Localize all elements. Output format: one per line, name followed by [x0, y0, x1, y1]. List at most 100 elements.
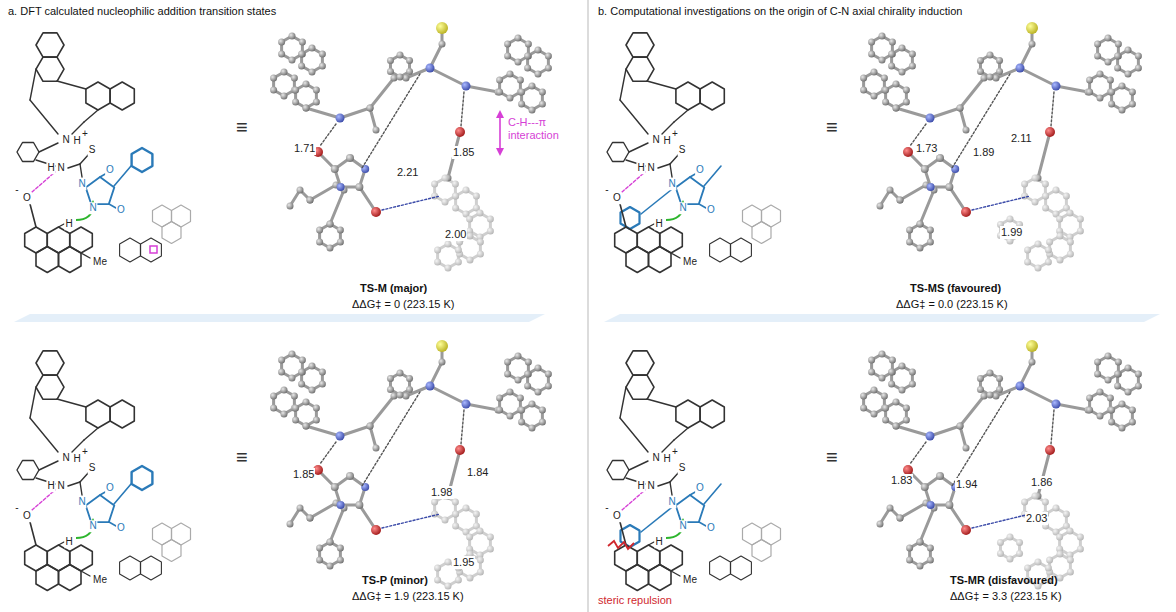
atom-ball: [278, 357, 285, 364]
atom-ball: [387, 68, 394, 75]
atom-ball: [926, 432, 935, 441]
atom-ball: [961, 207, 971, 217]
atom-ball: [539, 419, 546, 426]
atom-ball: [452, 511, 459, 518]
atom-ball: [945, 501, 953, 509]
atom-ball: [1129, 419, 1136, 426]
structure-drawing: [607, 33, 781, 273]
equivalence-sign: ≡: [236, 446, 248, 469]
energy-value: ΔΔG‡ = 3.3 (223.15 K): [950, 590, 1062, 603]
distance-label: 1.89: [972, 146, 995, 159]
atom-ball: [327, 221, 334, 228]
atom-ball: [1125, 389, 1132, 396]
atom-ball: [387, 375, 394, 382]
atom-ball: [921, 483, 929, 491]
atom-ball: [292, 87, 299, 94]
atom-ball: [367, 423, 374, 430]
atom-ball: [899, 387, 906, 394]
atom-label: N: [646, 162, 655, 174]
atom-ball: [1026, 340, 1038, 352]
atom-ball: [1026, 22, 1038, 34]
atom-ball: [504, 371, 511, 378]
distance-label: 1.84: [466, 466, 489, 479]
bond-line: [306, 426, 340, 436]
bond-line: [461, 410, 464, 444]
atom-ball: [1057, 257, 1064, 264]
atom-ball: [899, 69, 906, 76]
atom-ball: [987, 392, 994, 399]
energy-value: ΔΔG‡ = 0.0 (223.15 K): [896, 298, 1008, 311]
atom-label: N: [88, 520, 97, 532]
atom-label: +: [671, 128, 679, 140]
atom-ball: [316, 227, 323, 234]
atom-ball: [1016, 64, 1025, 73]
atom-ball: [463, 187, 470, 194]
atom-ball: [355, 183, 363, 191]
atom-ball: [893, 423, 900, 430]
atom-ball: [466, 534, 473, 541]
bond-line: [641, 504, 676, 532]
bond-line: [704, 484, 721, 504]
atom-ball: [1105, 35, 1112, 42]
atom-ball: [997, 550, 1004, 557]
bond-line: [466, 86, 498, 92]
atom-ball: [452, 193, 459, 200]
bond-line: [647, 81, 676, 89]
atom-ball: [1119, 425, 1126, 432]
atom-ball: [337, 227, 344, 234]
distance-label: 1.73: [915, 142, 938, 155]
atom-ball: [545, 53, 552, 60]
atom-ball: [303, 105, 310, 112]
atom-ball: [1007, 556, 1014, 563]
atom-ball: [889, 369, 896, 376]
atom-ball: [442, 517, 449, 524]
ring: [59, 247, 82, 273]
panel-heading: b. Computational investigations on the o…: [590, 0, 1176, 22]
atom-ball: [1045, 259, 1052, 266]
atom-ball: [1097, 71, 1104, 78]
bond-line: [658, 164, 670, 168]
atom-label: S: [678, 144, 687, 156]
atom-label: N: [667, 496, 676, 508]
atom-ball: [1135, 371, 1142, 378]
atom-ball: [473, 511, 480, 518]
atom-ball: [1035, 241, 1042, 248]
atom-ball: [445, 559, 452, 566]
bond-line: [629, 143, 648, 152]
atom-ball: [887, 505, 894, 512]
atom-label: H: [46, 162, 55, 174]
atom-ball: [292, 405, 299, 412]
atom-ball: [889, 39, 896, 46]
bond-line: [430, 68, 466, 86]
atom-ball: [909, 381, 916, 388]
atom-label: H: [636, 480, 645, 492]
atom-ball: [1077, 534, 1084, 541]
atom-ball: [391, 393, 398, 400]
atom-ball: [307, 515, 314, 522]
ring: [162, 222, 181, 244]
atom-ball: [529, 83, 536, 90]
atom-ball: [1086, 77, 1093, 84]
atom-label: N: [77, 178, 86, 190]
bond-line: [960, 396, 984, 426]
atom-ball: [1119, 107, 1126, 114]
atom-ball: [1067, 569, 1074, 576]
atom-ball: [927, 227, 934, 234]
atom-ball: [452, 193, 459, 200]
bond-line: [920, 508, 934, 542]
atom-ball: [524, 65, 531, 72]
atom-ball: [1052, 82, 1061, 91]
atom-ball: [1021, 181, 1028, 188]
atom-ball: [539, 407, 546, 414]
bond-line: [330, 190, 344, 224]
atom-ball: [1053, 505, 1060, 512]
triazolinedione-ring: [676, 495, 705, 522]
atom-ball: [927, 557, 934, 564]
atom-ball: [1029, 41, 1036, 48]
atom-ball: [467, 575, 474, 582]
interaction-note: C-H---π interaction: [508, 116, 572, 141]
panel-divider: [587, 0, 589, 612]
atom-ball: [899, 363, 906, 370]
atom-ball: [879, 33, 886, 40]
atom-label: N: [651, 134, 660, 146]
